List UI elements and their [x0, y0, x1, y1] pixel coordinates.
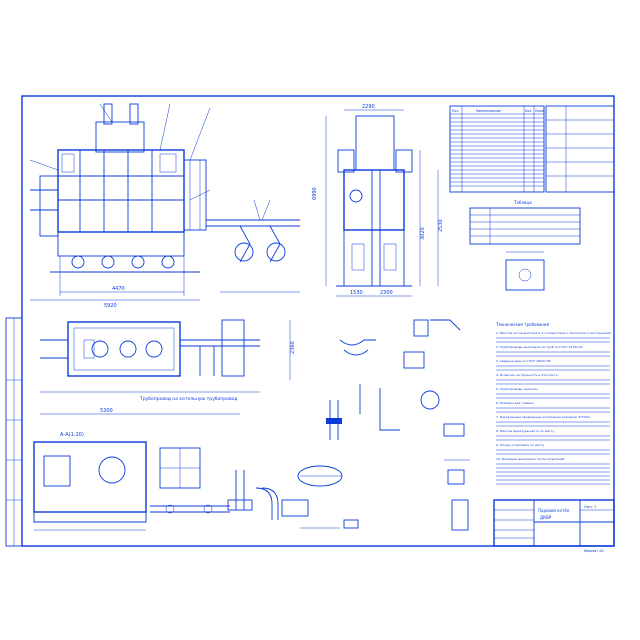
title-sheet: Лист 1 — [584, 505, 596, 509]
tech-line-4: 4. Испытать на прочность и плотность — [496, 373, 558, 377]
side-dim-base: 2300 — [380, 290, 393, 296]
title-code: ДКВР — [540, 515, 552, 520]
legend-title: Таблица — [513, 200, 532, 205]
title-name: Паровой котёл — [538, 508, 570, 513]
plan-view: Трубопровод на котельную трубопровод 530… — [40, 319, 296, 415]
tech-heading: Технические требования — [495, 322, 550, 327]
front-pipeline — [206, 199, 300, 293]
spec-col-note: Прим. — [535, 109, 545, 113]
tech-line-10: 10. Изоляцию выполнить после испытаний — [496, 457, 564, 461]
front-dim-width: 4470 — [112, 286, 125, 292]
tech-line-8: 8. Монтаж арматуры вести по месту — [496, 429, 554, 433]
spec-col-name: Наименование — [476, 109, 501, 113]
side-dim-height: 6990 — [312, 187, 318, 200]
side-dim-mid: 3020 — [420, 227, 426, 240]
spec-col-pos: Поз. — [452, 109, 459, 113]
tech-line-9: 9. Опоры установить по месту — [496, 443, 544, 447]
tech-line-5: 5. Трубопроводы окрасить — [496, 387, 538, 391]
section-aa-title: А-А(1:20) — [60, 432, 84, 438]
side-view: 2290 6990 3020 2530 1530 2300 — [312, 104, 444, 297]
spec-col-qty: Кол. — [525, 109, 532, 113]
title-format: Формат А1 — [584, 549, 604, 553]
side-dim-top: 2290 — [362, 104, 375, 110]
plan-dim-overall: 5300 — [100, 408, 113, 414]
front-view: 4470 5920 — [29, 103, 211, 309]
tech-line-7: 7. Неуказанные предельные отклонения раз… — [496, 415, 590, 419]
section-aa: А-А(1:20) — [33, 432, 201, 531]
side-dim-lower: 1530 — [350, 290, 363, 296]
detail-views — [150, 251, 545, 531]
front-dim-overall: 5920 — [104, 303, 117, 309]
title-block: Паровой котёл ДКВР Лист 1 Формат А1 — [493, 499, 615, 553]
spec-table: Поз. Наименование Кол. Прим. — [449, 105, 545, 193]
tech-line-1: 1. Монтаж котла выполнять в соответствии… — [496, 331, 611, 335]
side-dim-right: 2530 — [438, 219, 444, 232]
tech-requirements: Технические требования 1. Монтаж котла в… — [495, 322, 611, 485]
plan-note: Трубопровод на котельную трубопровод — [139, 396, 237, 402]
tech-line-3: 3. Сварные швы по ГОСТ 16037-80 — [496, 359, 551, 363]
spec-table-2 — [545, 105, 615, 193]
sheet-border — [21, 95, 615, 547]
legend-table: Таблица — [469, 200, 581, 245]
plan-dim-depth: 2360 — [290, 341, 296, 354]
tech-line-2: 2. Трубопроводы выполнить из труб по ГОС… — [496, 345, 583, 349]
tech-line-6: 6. Размеры для справок — [496, 401, 534, 405]
